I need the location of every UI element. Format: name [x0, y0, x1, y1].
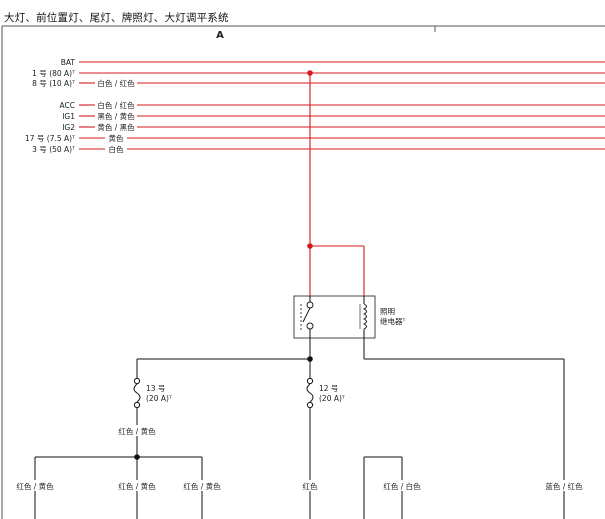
fuse-13-wire-color: 红色 / 黄色 — [118, 426, 156, 436]
relay-label-line1: 照明 — [380, 307, 395, 316]
rail-wire-color-17: 黄色 — [109, 133, 124, 143]
fuse-13 — [133, 377, 141, 457]
section-label: A — [216, 30, 224, 41]
rail-wire-color-ig1: 黑色 / 黄色 — [97, 111, 135, 121]
rail-label-3: 3 号 (50 A)ᵀ — [32, 145, 75, 154]
wire-color-label: 红色 / 黄色 — [183, 481, 221, 491]
junction-dot — [307, 356, 313, 362]
rail-label-ig1: IG1 — [62, 112, 75, 121]
wire-color-label: 红色 / 白色 — [383, 481, 421, 491]
rail-label-1: 1 号 (80 A)ᵀ — [32, 69, 75, 78]
fuse-12-label-line1: 12 号 — [319, 384, 338, 393]
wire-color-label: 红色 / 黄色 — [16, 481, 54, 491]
junction-dot — [134, 454, 140, 460]
rail-label-17: 17 号 (7.5 A)ᵀ — [25, 134, 75, 143]
rail-label-ig2: IG2 — [62, 123, 75, 132]
power-rails — [79, 61, 605, 150]
rail-label-acc: ACC — [60, 101, 75, 110]
fuse-12-label-line2: (20 A)ᵀ — [319, 394, 345, 403]
junction-dot — [307, 243, 313, 249]
wire-color-label: 红色 — [303, 481, 318, 491]
output-distribution — [136, 338, 565, 519]
wire-color-label: 红色 / 黄色 — [118, 481, 156, 491]
fuse-13-label-line2: (20 A)ᵀ — [146, 394, 172, 403]
lighting-relay — [293, 295, 376, 339]
rail-wire-color-acc: 白色 / 红色 — [97, 100, 135, 110]
rail-wire-color-3: 白色 — [109, 144, 124, 154]
rail-label-8: 8 号 (10 A)ᵀ — [32, 79, 75, 88]
rail-wire-color-ig2: 黄色 / 黑色 — [97, 122, 135, 132]
relay-label-line2: 继电器ᵀ — [380, 316, 405, 326]
rail-label-bat: BAT — [61, 58, 76, 67]
wire-color-label: 蓝色 / 红色 — [545, 481, 583, 491]
fuse-13-label-line1: 13 号 — [146, 384, 165, 393]
relay-feed — [307, 70, 365, 296]
junction-dot — [307, 70, 313, 76]
rail-wire-color-8: 白色 / 红色 — [97, 78, 135, 88]
fuse-12 — [306, 377, 314, 519]
page-title: 大灯、前位置灯、尾灯、牌照灯、大灯调平系统 — [4, 12, 229, 24]
